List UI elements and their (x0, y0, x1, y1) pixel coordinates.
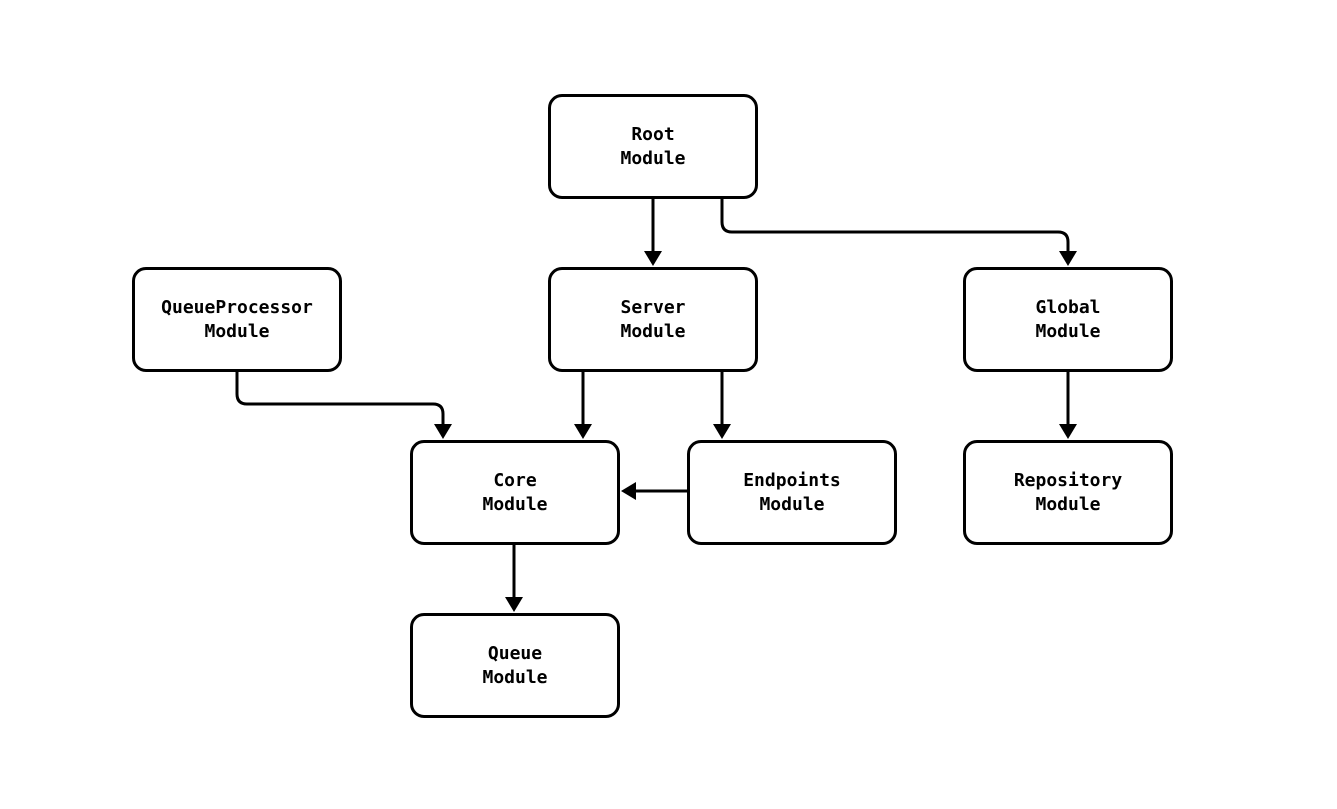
node-endpoints-label: Endpoints Module (743, 469, 841, 515)
arrowhead-root-to-global (1059, 251, 1077, 266)
arrowhead-server-to-endpoints (713, 424, 731, 439)
arrowhead-queueprocessor-to-core (434, 424, 452, 439)
node-global[interactable]: Global Module (963, 267, 1173, 372)
node-endpoints[interactable]: Endpoints Module (687, 440, 897, 545)
node-repository[interactable]: Repository Module (963, 440, 1173, 545)
node-repository-label: Repository Module (1013, 469, 1123, 515)
node-core-label: Core Module (482, 469, 548, 515)
node-global-label: Global Module (1035, 296, 1101, 342)
node-core[interactable]: Core Module (410, 440, 620, 545)
arrowhead-global-to-repository (1059, 424, 1077, 439)
node-server[interactable]: Server Module (548, 267, 758, 372)
arrowhead-core-to-queue (505, 597, 523, 612)
edge-root-to-global (720, 199, 1070, 252)
arrowhead-endpoints-to-core (621, 482, 636, 500)
node-queueprocessor[interactable]: QueueProcessor Module (132, 267, 342, 372)
arrowhead-root-to-server (644, 251, 662, 266)
node-queue-label: Queue Module (482, 642, 548, 688)
edge-queueprocessor-to-core (235, 372, 445, 425)
node-queue[interactable]: Queue Module (410, 613, 620, 718)
node-root-label: Root Module (620, 123, 686, 169)
node-queueprocessor-label: QueueProcessor Module (161, 296, 313, 342)
node-server-label: Server Module (620, 296, 686, 342)
node-root[interactable]: Root Module (548, 94, 758, 199)
arrowhead-server-to-core (574, 424, 592, 439)
